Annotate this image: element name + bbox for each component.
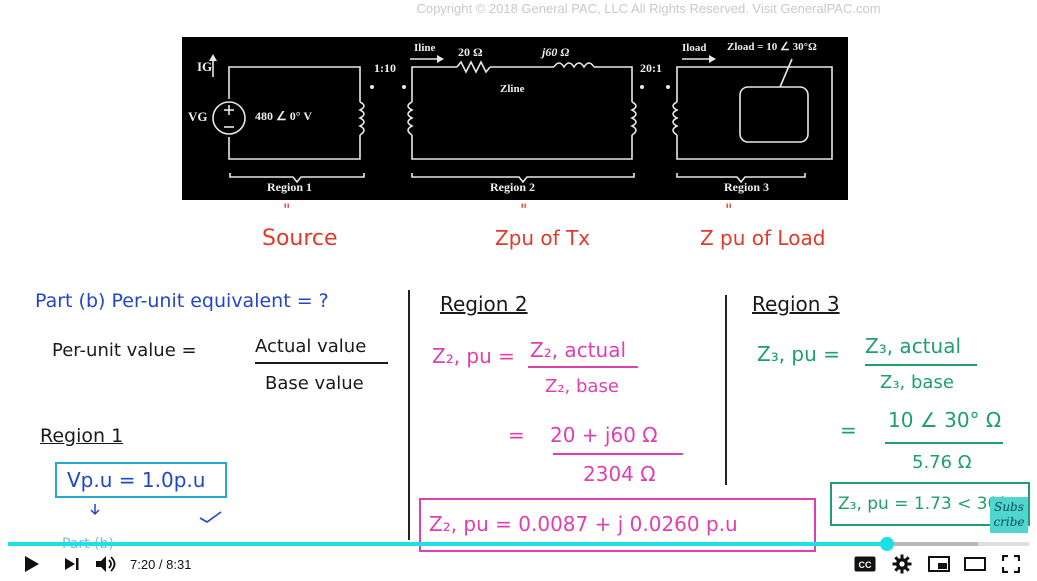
- i-line-label: Iline: [414, 42, 436, 54]
- z2pu-label: Z₂, pu =: [432, 344, 515, 368]
- volume-icon: [96, 556, 116, 572]
- ditto-mark-3: ": [725, 200, 733, 219]
- z2pu-result-box: Z₂, pu = 0.0087 + j 0.0260 p.u: [419, 498, 816, 552]
- captions-icon: CC: [854, 556, 876, 572]
- theater-mode-icon: [964, 557, 986, 571]
- play-icon: [25, 556, 39, 572]
- captions-button[interactable]: CC: [852, 553, 878, 575]
- play-button[interactable]: [20, 553, 44, 575]
- progress-scrubber-handle[interactable]: [880, 537, 894, 551]
- source-note: Source: [262, 226, 338, 251]
- zpu-tx-note: Zpu of Tx: [495, 226, 591, 250]
- region3-heading: Region 3: [752, 292, 840, 316]
- circuit-diagram: IG VG 480 ∠ 0° V 1:10 Iline 20 Ω j60 Ω Z…: [182, 37, 848, 200]
- divider-1: [408, 290, 410, 540]
- region2-heading: Region 2: [440, 292, 528, 316]
- copyright-notice: Copyright © 2018 General PAC, LLC All Ri…: [416, 1, 881, 16]
- tx1-ratio-label: 1:10: [374, 61, 396, 75]
- skip-next-icon: [65, 558, 79, 570]
- check-marks: [90, 504, 222, 523]
- region2-numerator: 20 + j60 Ω: [550, 423, 658, 447]
- miniplayer-icon: [928, 556, 950, 572]
- volume-button[interactable]: [93, 553, 119, 575]
- fraction-bar-3: [553, 453, 683, 455]
- fraction-bar-2: [528, 366, 638, 368]
- ig-label: IG: [197, 59, 213, 74]
- region3-denominator: 5.76 Ω: [912, 452, 972, 473]
- base-value-label: Base value: [265, 373, 364, 394]
- vpu-result-box: Vp.u = 1.0p.u: [55, 462, 227, 498]
- z2-base-label: Z₂, base: [545, 376, 619, 397]
- part-b-heading: Part (b) Per-unit equivalent = ?: [35, 290, 329, 312]
- region2-label: Region 2: [490, 180, 535, 194]
- zpu-load-note: Z pu of Load: [700, 226, 826, 250]
- settings-button[interactable]: [890, 553, 914, 575]
- region3-numerator: 10 ∠ 30° Ω: [888, 408, 1002, 432]
- actual-value-label: Actual value: [255, 336, 367, 357]
- miniplayer-button[interactable]: [926, 553, 952, 575]
- ditto-mark-2: ": [520, 200, 528, 219]
- i-load-label: Iload: [682, 42, 707, 54]
- progress-bar[interactable]: [8, 542, 887, 546]
- source-voltage-label: 480 ∠ 0° V: [255, 109, 313, 123]
- region1-label: Region 1: [267, 180, 312, 194]
- z3pu-result-box: Z₃, pu = 1.73 < 30° pu: [830, 482, 1030, 526]
- z3-base-label: Z₃, base: [880, 372, 954, 393]
- time-display: 7:20 / 8:31: [130, 557, 192, 572]
- fullscreen-icon: [1002, 555, 1020, 573]
- subscribe-badge[interactable]: Subs cribe: [990, 497, 1028, 533]
- z3-actual-label: Z₃, actual: [865, 334, 962, 358]
- tx2-ratio-label: 20:1: [640, 61, 662, 75]
- circuit-schematic: [209, 54, 833, 184]
- ditto-mark-1: ": [283, 200, 291, 219]
- fullscreen-button[interactable]: [998, 553, 1024, 575]
- region2-denominator: 2304 Ω: [583, 462, 656, 486]
- vg-label: VG: [188, 109, 208, 124]
- z2-actual-label: Z₂, actual: [530, 338, 627, 362]
- x-line-label: j60 Ω: [542, 45, 570, 59]
- fraction-bar-4: [865, 364, 977, 366]
- equals-sign-3: =: [840, 418, 857, 442]
- equals-sign-2: =: [508, 423, 525, 447]
- region3-label: Region 3: [724, 180, 769, 194]
- z-load-label: Zload = 10 ∠ 30°Ω: [727, 41, 817, 53]
- fraction-bar-1: [255, 362, 388, 364]
- region1-heading: Region 1: [40, 425, 124, 447]
- svg-text:CC: CC: [859, 560, 872, 570]
- z3pu-label: Z₃, pu =: [757, 342, 840, 366]
- fraction-bar-5: [885, 442, 1003, 444]
- gear-icon: [892, 554, 912, 574]
- per-unit-value-label: Per-unit value =: [52, 340, 197, 361]
- theater-mode-button[interactable]: [962, 553, 988, 575]
- z-line-label: Zline: [500, 83, 525, 95]
- next-button[interactable]: [60, 553, 84, 575]
- r-line-label: 20 Ω: [458, 45, 483, 59]
- divider-2: [725, 295, 727, 485]
